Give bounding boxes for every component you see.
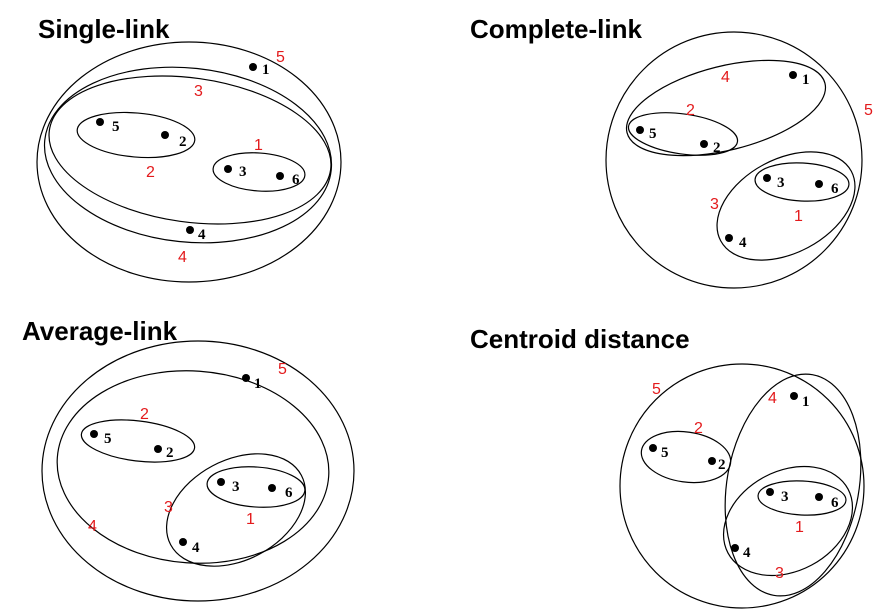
merge-label: 2 (140, 406, 149, 423)
point-label: 3 (232, 479, 240, 495)
point-label: 1 (802, 394, 810, 410)
data-point (276, 172, 284, 180)
point-label: 5 (661, 445, 669, 461)
cluster-5 (605, 31, 863, 289)
point-label: 3 (777, 175, 785, 191)
point-label: 3 (239, 164, 247, 180)
cluster-2 (80, 419, 196, 463)
merge-label: 5 (276, 49, 285, 66)
point-label: 2 (713, 140, 721, 156)
cluster-5 (619, 363, 865, 609)
data-point (90, 430, 98, 438)
point-label: 6 (831, 181, 839, 197)
panel-title: Single-link (38, 14, 170, 44)
merge-label: 2 (686, 102, 695, 119)
point-label: 1 (262, 62, 270, 78)
data-point (154, 445, 162, 453)
data-point (268, 484, 276, 492)
point-label: 6 (292, 172, 300, 188)
merge-label: 3 (775, 565, 784, 582)
data-point (96, 118, 104, 126)
data-point (790, 392, 798, 400)
cluster-3 (722, 465, 854, 577)
data-point (242, 374, 250, 382)
data-point (649, 444, 657, 452)
merge-label: 5 (278, 361, 287, 378)
data-point (224, 165, 232, 173)
data-point (725, 234, 733, 242)
merge-label: 2 (146, 164, 155, 181)
merge-label: 4 (178, 249, 187, 266)
point-label: 5 (649, 126, 657, 142)
point-label: 2 (179, 134, 187, 150)
merge-label: 5 (652, 381, 661, 398)
cluster-1 (757, 480, 847, 516)
cluster-1 (212, 152, 306, 192)
data-point (161, 131, 169, 139)
merge-label: 3 (710, 196, 719, 213)
cluster-2 (76, 111, 196, 159)
point-label: 6 (831, 495, 839, 511)
cluster-4 (724, 373, 862, 597)
cluster-3 (716, 151, 856, 261)
point-label: 2 (718, 457, 726, 473)
cluster-4 (56, 370, 330, 564)
panel-centroid-distance: Centroid distance 1 2 3 4 5 6 1 2 3 4 5 (470, 324, 865, 609)
merge-label: 1 (795, 519, 804, 536)
data-point (636, 126, 644, 134)
cluster-2 (627, 112, 739, 156)
point-label: 5 (104, 431, 112, 447)
point-label: 6 (285, 485, 293, 501)
merge-label: 1 (246, 511, 255, 528)
merge-label: 1 (254, 137, 263, 154)
point-label: 1 (802, 72, 810, 88)
merge-label: 3 (164, 499, 173, 516)
point-label: 5 (112, 119, 120, 135)
merge-label: 5 (864, 102, 873, 119)
merge-label: 4 (88, 518, 97, 535)
data-point (815, 493, 823, 501)
cluster-5 (36, 41, 342, 283)
data-point (763, 174, 771, 182)
cluster-1 (206, 466, 306, 508)
panel-title: Complete-link (470, 14, 642, 44)
panel-complete-link: Complete-link 1 2 3 4 5 6 1 2 3 4 5 (470, 14, 873, 289)
data-point (179, 538, 187, 546)
panel-title: Centroid distance (470, 324, 690, 354)
data-point (731, 544, 739, 552)
panel-average-link: Average-link 1 2 3 4 5 6 1 2 3 4 5 (22, 316, 355, 602)
data-point (789, 71, 797, 79)
data-point (700, 140, 708, 148)
cluster-4 (625, 59, 827, 157)
cluster-2 (640, 430, 732, 484)
cluster-1 (754, 162, 850, 202)
point-label: 1 (254, 376, 262, 392)
data-point (766, 488, 774, 496)
merge-label: 4 (768, 390, 777, 407)
point-label: 4 (739, 235, 747, 251)
cluster-4 (43, 66, 333, 244)
point-label: 4 (198, 227, 206, 243)
merge-label: 4 (721, 69, 730, 86)
data-point (186, 226, 194, 234)
data-point (815, 180, 823, 188)
merge-label: 2 (694, 420, 703, 437)
data-point (249, 63, 257, 71)
data-point (708, 457, 716, 465)
point-label: 2 (166, 445, 174, 461)
cluster-3 (165, 453, 307, 567)
point-label: 4 (192, 540, 200, 556)
point-label: 3 (781, 489, 789, 505)
cluster-5 (41, 340, 355, 602)
merge-label: 3 (194, 83, 203, 100)
data-point (217, 478, 225, 486)
panel-single-link: Single-link 1 2 3 4 5 6 1 2 3 4 5 (36, 14, 342, 283)
point-label: 4 (743, 545, 751, 561)
cluster-3 (48, 75, 332, 225)
merge-label: 1 (794, 208, 803, 225)
panel-title: Average-link (22, 316, 178, 346)
